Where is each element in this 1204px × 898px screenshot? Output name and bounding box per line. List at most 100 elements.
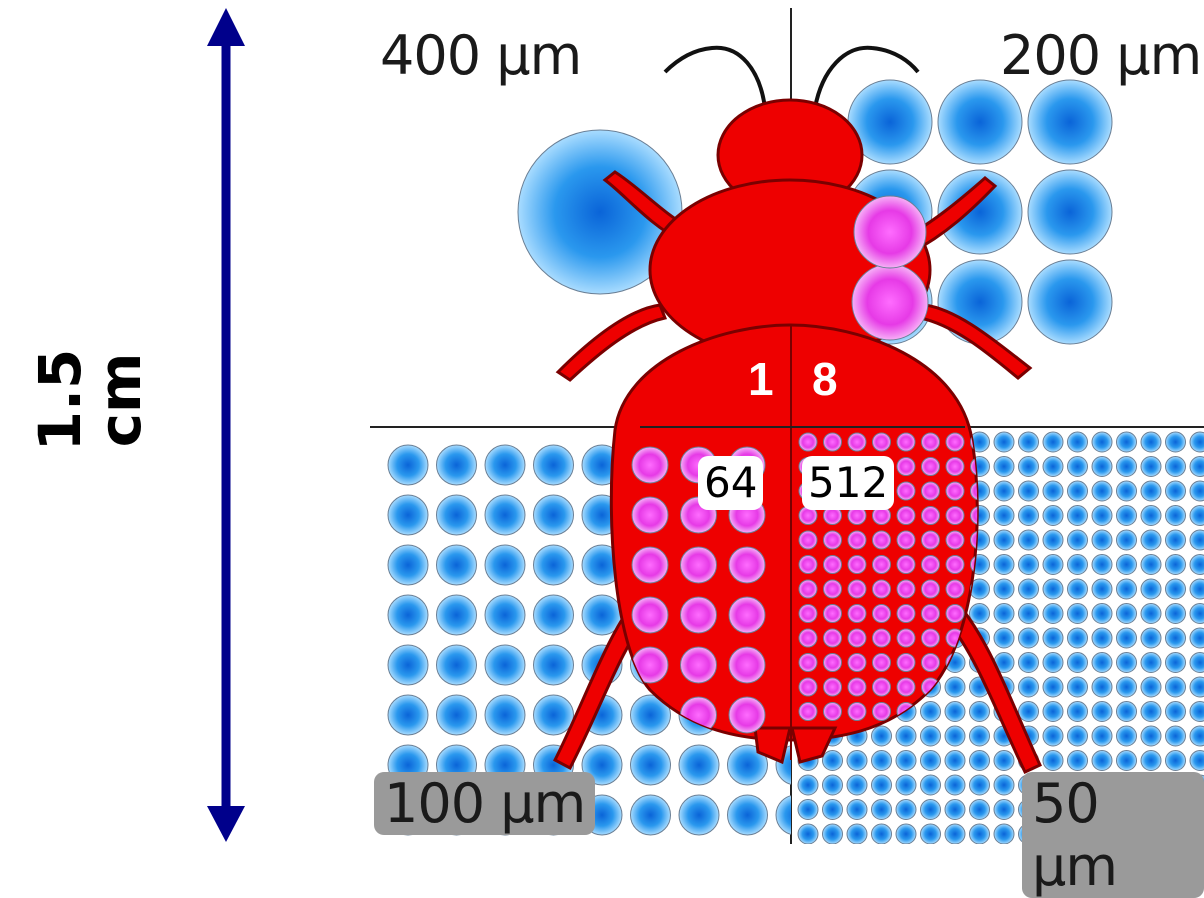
dot-50um [970, 604, 990, 624]
dot-50um [1166, 628, 1186, 648]
beetle-dot-50um [824, 433, 842, 451]
beetle-dot-50um [848, 654, 866, 672]
dot-100um [485, 695, 525, 735]
dot-50um [1043, 481, 1063, 501]
dot-200um [938, 80, 1022, 164]
beetle-dot-50um [824, 629, 842, 647]
dot-50um [994, 751, 1014, 771]
dot-50um [1141, 653, 1161, 673]
dot-50um [1043, 677, 1063, 697]
dot-50um [823, 775, 843, 795]
dot-50um [1019, 677, 1039, 697]
beetle-dot-100um [729, 647, 765, 683]
beetle-dot-50um [873, 556, 891, 574]
dot-50um [1166, 481, 1186, 501]
dot-50um [1117, 506, 1137, 526]
beetle-dot-50um [848, 556, 866, 574]
dot-50um [994, 628, 1014, 648]
dot-50um [1190, 677, 1204, 697]
dot-50um [1092, 457, 1112, 477]
label-200um: 200 µm [1000, 24, 1201, 87]
dot-100um [728, 795, 768, 835]
beetle-dot-50um [946, 507, 964, 525]
dot-50um [1117, 677, 1137, 697]
dot-50um [1166, 751, 1186, 771]
dot-50um [1019, 702, 1039, 722]
dot-50um [1092, 702, 1112, 722]
beetle-dot-100um [632, 547, 668, 583]
dot-50um [945, 677, 965, 697]
dot-50um [1190, 432, 1204, 452]
dot-50um [896, 800, 916, 820]
dot-50um [872, 775, 892, 795]
beetle-dot-50um [799, 678, 817, 696]
dot-200um [1028, 260, 1112, 344]
count-8: 8 [812, 352, 838, 406]
beetle-dot-50um [897, 556, 915, 574]
beetle-dot-50um [848, 531, 866, 549]
beetle-dot-50um [897, 654, 915, 672]
dot-50um [1166, 432, 1186, 452]
dot-50um [1166, 530, 1186, 550]
count-64: 64 [698, 456, 763, 510]
beetle-dot-50um [848, 605, 866, 623]
beetle-dot-50um [946, 580, 964, 598]
dot-50um [1043, 628, 1063, 648]
dot-200um [1028, 170, 1112, 254]
dot-50um [1043, 579, 1063, 599]
dot-100um [388, 445, 428, 485]
dot-50um [1190, 702, 1204, 722]
dot-50um [945, 726, 965, 746]
dot-50um [1190, 653, 1204, 673]
dot-50um [1043, 555, 1063, 575]
dot-100um [485, 595, 525, 635]
beetle-dot-50um [799, 556, 817, 574]
dot-50um [1117, 481, 1137, 501]
dot-50um [1019, 628, 1039, 648]
dot-100um [388, 645, 428, 685]
dot-50um [945, 800, 965, 820]
beetle-dot-100um [681, 547, 717, 583]
dot-50um [1190, 555, 1204, 575]
dot-50um [1190, 604, 1204, 624]
dot-50um [1117, 432, 1137, 452]
dot-50um [921, 726, 941, 746]
dot-50um [994, 481, 1014, 501]
beetle-dot-50um [897, 605, 915, 623]
dot-50um [896, 751, 916, 771]
dot-100um [534, 545, 574, 585]
dot-50um [1092, 653, 1112, 673]
beetle-dot-50um [897, 678, 915, 696]
dot-50um [1092, 432, 1112, 452]
dot-100um [388, 495, 428, 535]
label-100um: 100 µm [374, 772, 595, 835]
beetle-dot-50um [922, 556, 940, 574]
dot-50um [1068, 432, 1088, 452]
dot-50um [1166, 677, 1186, 697]
beetle-dot-100um [632, 447, 668, 483]
dot-50um [1141, 604, 1161, 624]
dot-50um [1190, 726, 1204, 746]
dot-50um [1190, 530, 1204, 550]
dot-50um [970, 775, 990, 795]
beetle-dot-50um [824, 703, 842, 721]
dot-50um [847, 824, 867, 844]
beetle-dot-50um [799, 531, 817, 549]
dot-50um [994, 555, 1014, 575]
dot-50um [921, 800, 941, 820]
dot-50um [1141, 555, 1161, 575]
dot-50um [1092, 579, 1112, 599]
dot-50um [994, 457, 1014, 477]
beetle-dot-50um [873, 703, 891, 721]
dot-50um [1019, 481, 1039, 501]
beetle-dot-50um [946, 458, 964, 476]
beetle-dot-200um [852, 264, 928, 340]
dot-50um [1141, 579, 1161, 599]
dot-50um [1092, 506, 1112, 526]
dot-100um [485, 645, 525, 685]
beetle-dot-50um [922, 507, 940, 525]
dot-100um [534, 495, 574, 535]
beetle-dot-50um [922, 629, 940, 647]
dot-50um [1043, 751, 1063, 771]
beetle-dot-50um [922, 433, 940, 451]
